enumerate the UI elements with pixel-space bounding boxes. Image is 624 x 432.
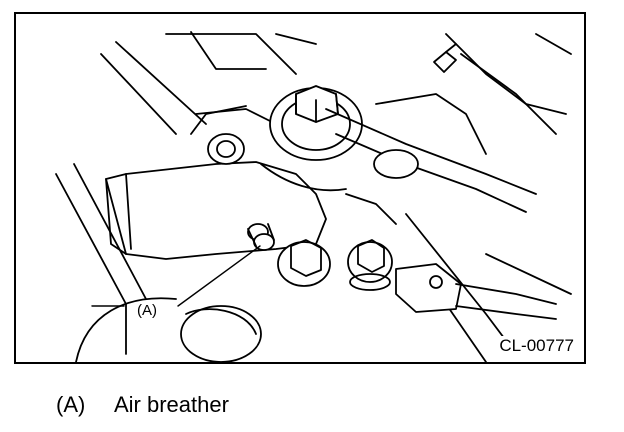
gearbox-housing [105, 105, 347, 260]
top-bolt [269, 85, 363, 161]
figure-frame: (A) CL-00777 [14, 12, 586, 364]
lower-bolt-left [277, 239, 331, 287]
callout-label-a: (A) [136, 302, 158, 319]
legend-key: (A) [56, 392, 86, 417]
legend-text: Air breather [114, 392, 229, 417]
air-breather [247, 223, 275, 251]
callout-leader-line [177, 245, 261, 307]
lower-bolt-right [347, 239, 393, 291]
legend: (A) Air breather [56, 392, 229, 418]
lower-left-wheel [75, 297, 262, 362]
chassis-lines [55, 31, 572, 362]
pipe-fitting [433, 43, 457, 73]
tie-rod [325, 93, 537, 225]
figure-code: CL-00777 [497, 336, 576, 356]
hose-connector [395, 263, 557, 320]
steering-gearbox-illustration [55, 31, 572, 362]
